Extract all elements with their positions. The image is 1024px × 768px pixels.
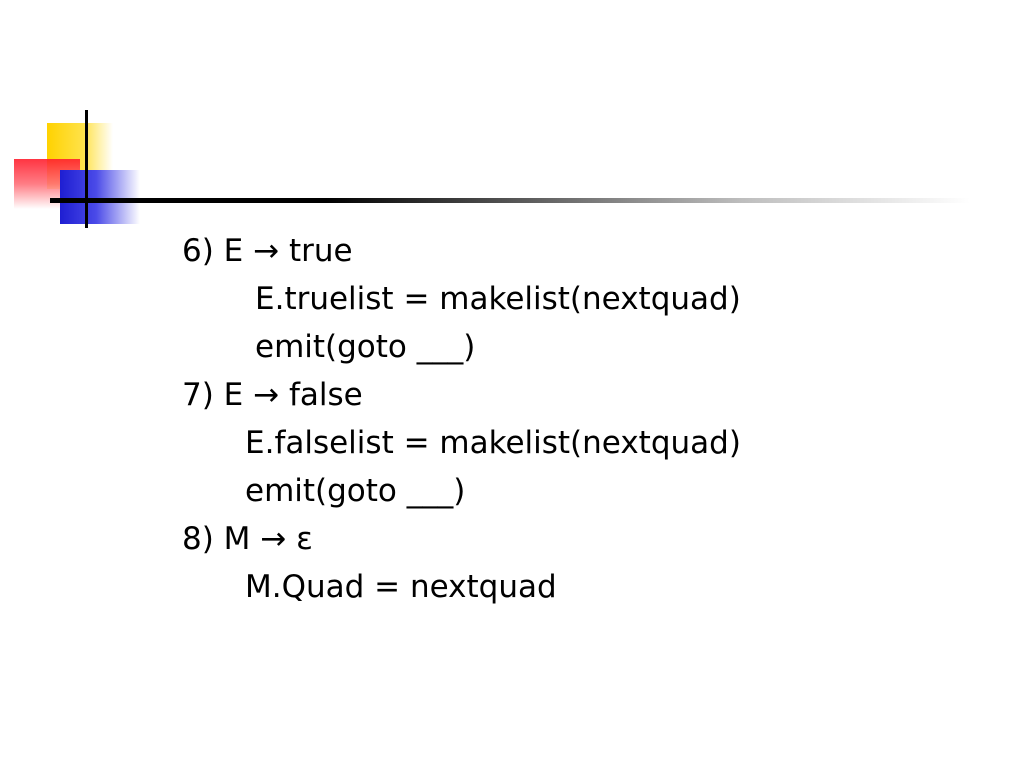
rule-6-heading: 6) E → true <box>182 233 353 269</box>
rule-8-quad: M.Quad = nextquad <box>245 569 557 605</box>
logo-blue-square <box>60 170 140 224</box>
rule-6-emit: emit(goto ___) <box>255 329 476 365</box>
color-squares-logo-icon <box>0 0 150 240</box>
rule-7-emit: emit(goto ___) <box>245 473 466 509</box>
rule-8-heading: 8) M → ε <box>182 521 313 557</box>
title-divider-rule <box>50 198 970 203</box>
rule-7-falselist: E.falselist = makelist(nextquad) <box>245 425 741 461</box>
rule-6-truelist: E.truelist = makelist(nextquad) <box>255 281 741 317</box>
slide-body: 6) E → true E.truelist = makelist(nextqu… <box>182 227 741 611</box>
logo-vertical-rule <box>85 110 88 228</box>
rule-7-heading: 7) E → false <box>182 377 363 413</box>
